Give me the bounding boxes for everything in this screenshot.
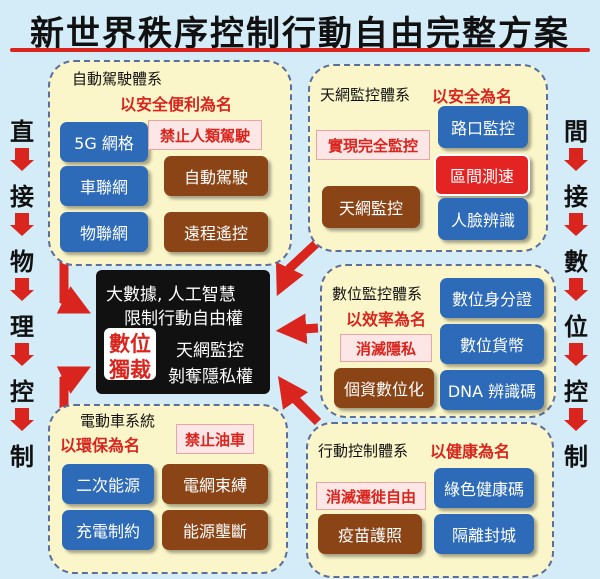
left-side-char: 理: [10, 313, 34, 341]
center-line: 剝奪隱私權: [168, 367, 253, 387]
right-down-arrow-2: [564, 213, 588, 236]
tag-line: 數位: [109, 332, 151, 356]
group-slogan: 以環保為名: [60, 436, 141, 455]
node-autonomous-driving: 自動駕駛: [164, 156, 268, 196]
group-slogan: 以效率為名: [346, 310, 427, 329]
node-section-speed: 區間測速: [434, 154, 530, 196]
node-charging-restriction: 充電制約: [62, 510, 154, 550]
node-iov: 車聯網: [60, 166, 148, 206]
right-down-arrow-1: [564, 148, 588, 171]
node-eliminate-privacy: 消滅隱私: [340, 334, 432, 362]
node-data-digitization: 個資數位化: [334, 368, 434, 408]
group-title: 數位監控體系: [332, 285, 423, 303]
center-line: 大數據, 人工智慧: [106, 285, 236, 305]
group-title: 電動車系統: [80, 412, 156, 430]
node-remote-control: 遠程遙控: [164, 212, 268, 252]
node-secondary-energy: 二次能源: [62, 464, 154, 504]
right-down-arrow-5: [564, 408, 588, 431]
left-side-char: 控: [10, 378, 34, 406]
tag-line: 獨裁: [109, 358, 151, 382]
right-side-char: 接: [564, 183, 588, 211]
right-down-arrow-3: [564, 278, 588, 301]
group-title: 自動駕駛體系: [72, 70, 163, 88]
node-dna-code: DNA 辨識碼: [440, 370, 544, 410]
node-ban-fuel-cars: 禁止油車: [176, 424, 254, 454]
node-grid-bondage: 電網束縛: [162, 464, 268, 504]
arrow-auto: [56, 262, 91, 314]
center-line: 限制行動自由權: [124, 309, 243, 329]
node-face-recognition: 人臉辨識: [438, 198, 528, 240]
group-slogan: 以健康為名: [430, 442, 511, 461]
left-side-char: 制: [10, 443, 34, 471]
group-title: 天網監控體系: [320, 86, 411, 104]
group-title: 行動控制體系: [318, 442, 409, 460]
node-5g-grid: 5G 網格: [60, 122, 148, 162]
node-lockdown: 隔離封城: [434, 514, 534, 554]
left-side-char: 物: [10, 248, 34, 276]
left-side-char: 接: [10, 183, 34, 211]
node-energy-monopoly: 能源壟斷: [162, 510, 268, 550]
left-down-arrow-3: [10, 278, 34, 301]
left-down-arrow-2: [10, 213, 34, 236]
node-digital-id: 數位身分證: [440, 278, 544, 318]
arrow-move: [277, 375, 322, 426]
node-eliminate-migration: 消滅遷徙自由: [316, 482, 426, 510]
node-vaccine-passport: 疫苗護照: [318, 514, 422, 554]
node-digital-currency: 數位貨幣: [440, 324, 544, 364]
right-side-char: 控: [564, 378, 588, 406]
arrow-ev: [56, 366, 91, 410]
arrow-skynet: [275, 236, 324, 297]
node-green-health-code: 綠色健康碼: [434, 468, 534, 508]
node-intersection-cameras: 路口監控: [438, 106, 528, 148]
node-skynet: 天網監控: [322, 186, 420, 228]
left-down-arrow-4: [10, 343, 34, 366]
page-title: 新世界秩序控制行動自由完整方案: [30, 14, 570, 54]
node-total-surveillance: 實現完全監控: [316, 130, 430, 160]
right-side-char: 位: [564, 313, 588, 341]
digital-dictatorship-tag: [104, 328, 156, 380]
center-line: 天網監控: [176, 341, 244, 361]
right-side-char: 間: [564, 118, 588, 146]
group-slogan: 以安全為名: [432, 87, 513, 106]
left-down-arrow-5: [10, 408, 34, 431]
right-down-arrow-4: [564, 343, 588, 366]
right-side-char: 制: [564, 443, 588, 471]
left-down-arrow-1: [10, 148, 34, 171]
title-underline: [10, 48, 590, 52]
arrow-digital: [275, 313, 319, 345]
node-iot: 物聯網: [60, 212, 148, 252]
node-ban-human-driving: 禁止人類駕駛: [148, 120, 262, 150]
right-side-char: 數: [564, 248, 588, 276]
left-side-char: 直: [10, 118, 34, 146]
group-slogan: 以安全便利為名: [120, 95, 233, 114]
